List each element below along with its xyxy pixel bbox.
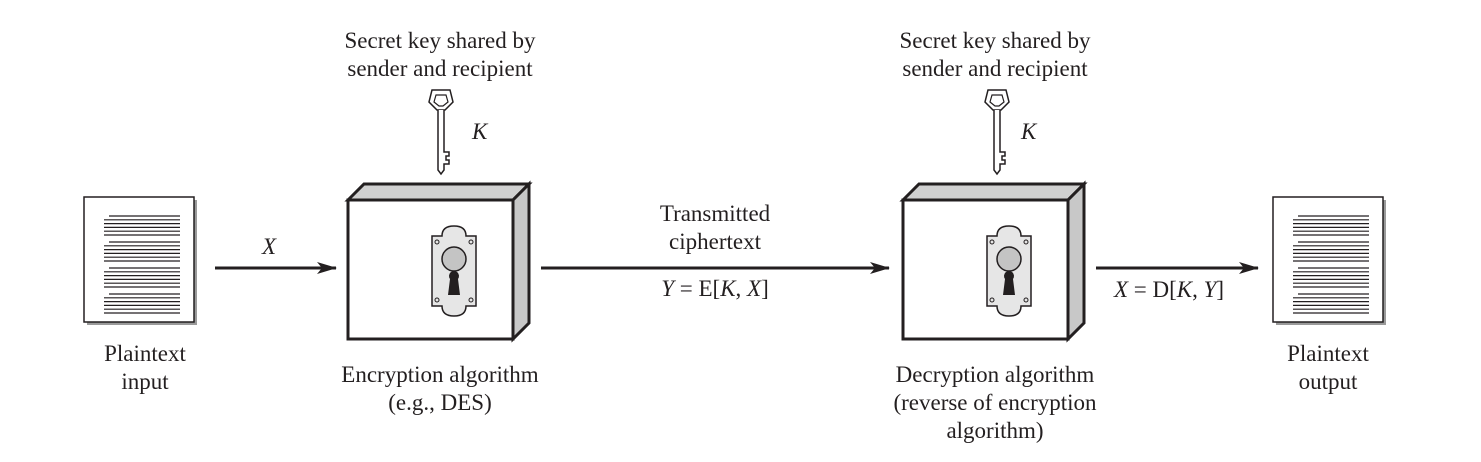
caption-line: sender and recipient — [347, 56, 533, 81]
formula-part: = D[ — [1128, 277, 1177, 302]
caption-line: sender and recipient — [902, 56, 1088, 81]
formula-part: Y — [1203, 277, 1217, 302]
formula-part: K — [720, 276, 736, 301]
formula-part: ] — [1216, 277, 1225, 302]
formula-part: ] — [761, 276, 769, 301]
decryption-formula: X = D[K, Y] — [1094, 276, 1244, 304]
ciphertext-formula: Y = E[K, X] — [600, 275, 830, 303]
label-line: (reverse of encryption — [893, 390, 1097, 415]
formula-part: = E[ — [674, 276, 721, 301]
decryption-algorithm-label: Decryption algorithm (reverse of encrypti… — [845, 361, 1145, 445]
decryption-key-icon — [984, 89, 1010, 175]
formula-part: , — [1192, 277, 1204, 302]
encryption-key-caption: Secret key shared by sender and recipient — [300, 27, 580, 83]
formula-part: K — [1176, 277, 1193, 302]
label-line: ciphertext — [669, 229, 761, 254]
decryption-key-caption: Secret key shared by sender and recipient — [855, 27, 1135, 83]
label-line: Decryption algorithm — [895, 362, 1095, 387]
label-line: (e.g., DES) — [388, 390, 492, 415]
label-line: Plaintext — [104, 341, 186, 366]
caption-line: Secret key shared by — [344, 28, 536, 53]
formula-part: X — [1113, 277, 1128, 302]
encryption-algorithm-label: Encryption algorithm (e.g., DES) — [290, 361, 590, 417]
plaintext-input-label: Plaintext input — [70, 340, 220, 396]
label-line: output — [1298, 369, 1358, 394]
plaintext-output-label: Plaintext output — [1253, 340, 1403, 396]
plaintext-input-document-icon — [83, 196, 198, 326]
decryption-algorithm-box — [901, 182, 1086, 341]
transmitted-ciphertext-label: Transmitted ciphertext — [600, 200, 830, 256]
label-line: input — [121, 369, 169, 394]
plaintext-output-document-icon — [1272, 196, 1387, 326]
label-line: Plaintext — [1287, 341, 1369, 366]
encryption-algorithm-box — [346, 182, 531, 341]
label-line: Encryption algorithm — [341, 362, 539, 387]
input-arrow-label: X — [262, 234, 277, 259]
formula-part: , — [735, 276, 748, 301]
label-line: Transmitted — [659, 201, 771, 226]
encryption-key-symbol: K — [472, 119, 488, 144]
decryption-key-symbol: K — [1021, 119, 1037, 144]
formula-part: Y — [661, 276, 675, 301]
encryption-key-icon — [428, 89, 454, 175]
label-line: algorithm) — [946, 418, 1044, 443]
caption-line: Secret key shared by — [899, 28, 1091, 53]
formula-part: X — [747, 276, 762, 301]
